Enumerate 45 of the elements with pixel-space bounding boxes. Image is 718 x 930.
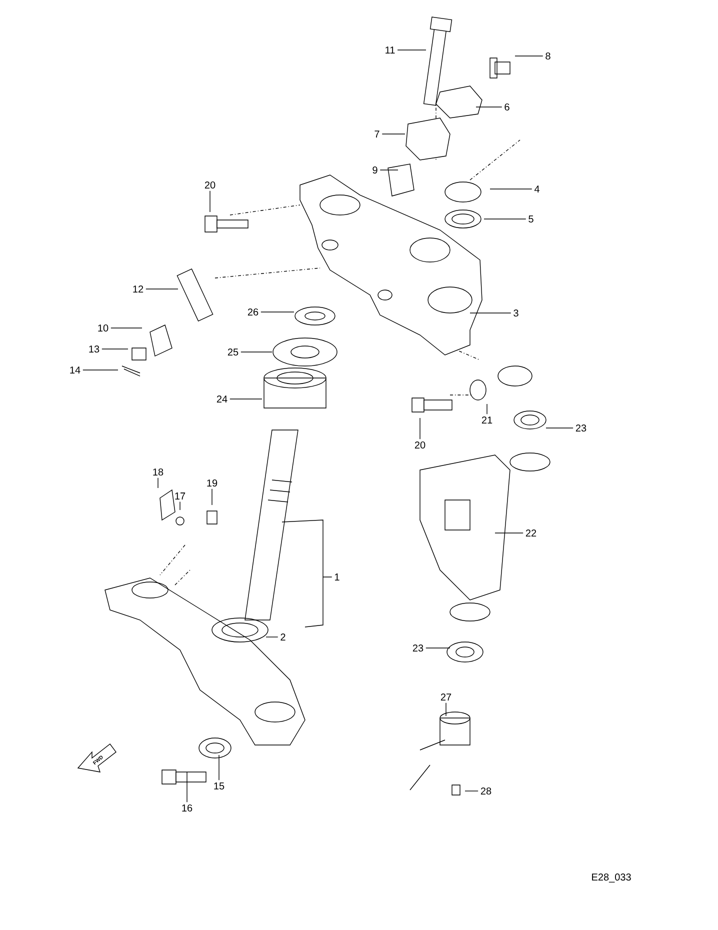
callout-number: 13	[89, 345, 100, 353]
leader-line	[484, 218, 526, 220]
figure-code: E28_033	[592, 874, 631, 882]
leader-line	[102, 348, 128, 350]
leader-line	[230, 398, 262, 400]
callout-number: 24	[216, 396, 228, 402]
leader-line	[464, 790, 478, 792]
callout-number: 18	[153, 468, 164, 476]
callout-number: 20	[204, 181, 216, 189]
leader-line	[470, 312, 512, 314]
leader-line	[494, 532, 524, 534]
callout-number: 9	[372, 166, 378, 174]
callout-number: 3	[514, 309, 518, 317]
callout-number: 16	[182, 804, 192, 812]
callout-number: 27	[440, 694, 452, 700]
callout-number: 5	[528, 216, 534, 222]
callout-number: 2	[280, 634, 286, 640]
callout-number: 10	[98, 324, 108, 332]
callout-number: 4	[534, 186, 540, 192]
leader-line	[218, 754, 220, 781]
callout-number: 11	[386, 46, 395, 54]
callout-number: 22	[526, 530, 536, 536]
leader-line	[490, 188, 532, 190]
callout-number: 15	[214, 782, 224, 790]
leader-line	[146, 288, 178, 290]
leader-line	[266, 636, 278, 638]
callout-number: 6	[504, 103, 510, 111]
callout-number: 25	[228, 348, 238, 356]
leader-line	[486, 404, 488, 415]
leader-line	[476, 106, 502, 108]
callout-number: 23	[576, 424, 586, 432]
callout-number: 23	[412, 644, 424, 652]
callout-number: 12	[133, 286, 144, 292]
callout-number: 20	[414, 441, 426, 449]
leader-line	[282, 520, 332, 628]
callout-number: 17	[175, 492, 186, 500]
callout-number: 7	[374, 130, 380, 138]
callout-number: 8	[546, 52, 550, 60]
callout-number: 26	[248, 308, 258, 316]
callout-number: 1	[334, 574, 340, 580]
leader-line	[186, 772, 188, 802]
callout-number: 14	[70, 366, 80, 374]
callout-number: 19	[207, 479, 218, 487]
callout-number: 28	[480, 787, 492, 795]
callout-number: 21	[482, 416, 492, 424]
